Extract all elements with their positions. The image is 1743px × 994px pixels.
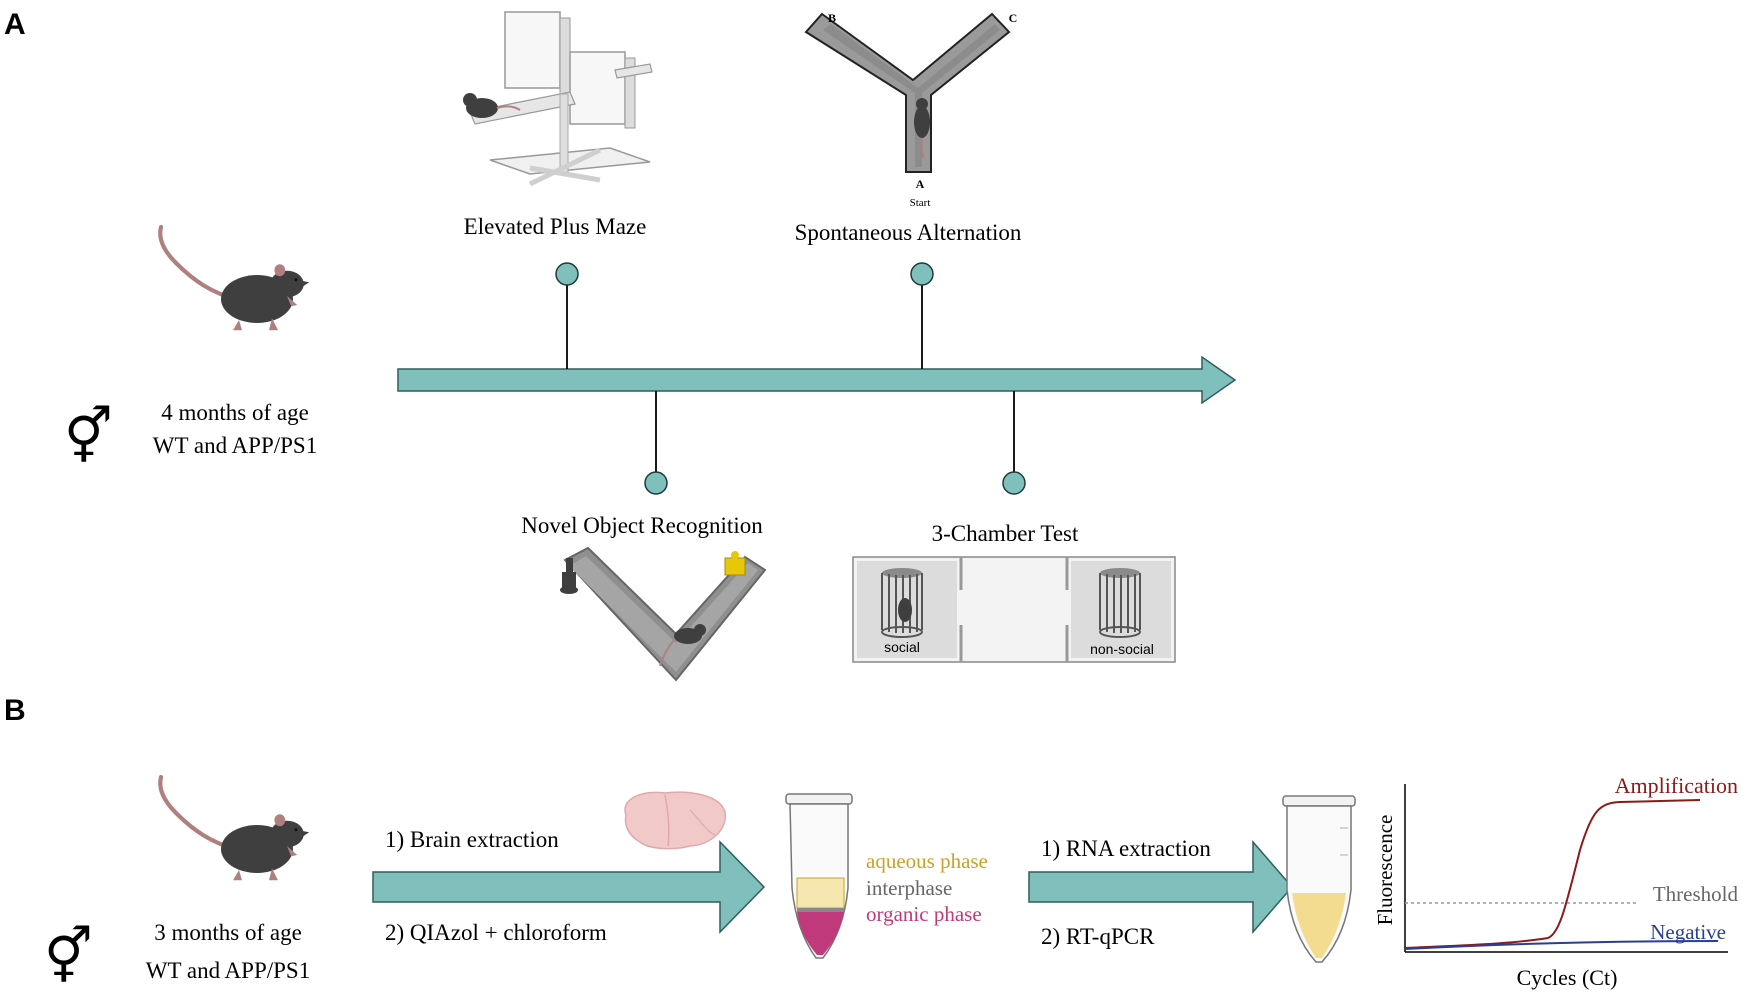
age-label-b: 3 months of age <box>154 920 302 945</box>
qpcr-negative-label: Negative <box>1650 920 1726 944</box>
process-arrow-1 <box>372 840 766 934</box>
y-maze-illustration <box>804 12 1011 173</box>
panel-b-letter: B <box>4 694 26 727</box>
aqueous-phase-label: aqueous phase <box>866 849 988 873</box>
ymaze-arm-a-label: A <box>916 177 925 191</box>
pin-head-sa <box>910 262 934 286</box>
qpcr-xlabel: Cycles (Ct) <box>1517 965 1618 990</box>
process-arrow-2 <box>1028 839 1293 935</box>
label-3-chamber-test: 3-Chamber Test <box>932 521 1079 546</box>
three-chamber-illustration <box>852 556 1176 663</box>
ymaze-arm-b-label: B <box>828 11 836 25</box>
label-novel-object-recognition: Novel Object Recognition <box>521 513 763 538</box>
genotype-label-b: WT and APP/PS1 <box>146 958 310 983</box>
step-rt-qpcr: 2) RT-qPCR <box>1041 924 1155 949</box>
qpcr-amplification-label: Amplification <box>1615 773 1738 798</box>
intersex-symbol-b: ⚥ <box>44 925 93 987</box>
intersex-symbol-a: ⚥ <box>64 405 113 467</box>
organic-phase-label: organic phase <box>866 902 982 926</box>
step-rna-extraction: 1) RNA extraction <box>1041 836 1211 861</box>
panel-a-letter: A <box>4 8 26 41</box>
label-elevated-plus-maze: Elevated Plus Maze <box>464 214 647 239</box>
chamber-nonsocial-label: non-social <box>1090 641 1154 657</box>
qpcr-amplification-curve <box>1404 799 1701 949</box>
step-brain-extraction: 1) Brain extraction <box>385 827 559 852</box>
qpcr-ylabel: Fluorescence <box>1373 815 1397 926</box>
tube-phase-separation <box>785 793 853 959</box>
mouse-illustration-a <box>160 227 309 330</box>
qpcr-negative-curve <box>1404 940 1719 950</box>
step-qiazol-chloroform: 2) QIAzol + chloroform <box>385 920 607 945</box>
brain-illustration <box>624 791 726 850</box>
ymaze-arm-c-label: C <box>1009 11 1018 25</box>
label-spontaneous-alternation: Spontaneous Alternation <box>795 220 1022 245</box>
genotype-label-a: WT and APP/PS1 <box>153 433 317 458</box>
timeline-arrow <box>397 355 1237 405</box>
chamber-social-label: social <box>884 639 920 655</box>
pin-head-nor <box>644 471 668 495</box>
ymaze-start-label: Start <box>910 197 931 209</box>
qpcr-threshold-label: Threshold <box>1653 882 1739 906</box>
pin-head-epm <box>555 262 579 286</box>
interphase-label: interphase <box>866 876 952 900</box>
novel-object-recognition-illustration <box>560 546 767 682</box>
tube-rna <box>1282 795 1356 963</box>
elevated-plus-maze-illustration <box>463 11 653 187</box>
mouse-illustration-b <box>160 777 309 880</box>
age-label-a: 4 months of age <box>161 400 309 425</box>
qpcr-plot <box>1404 784 1728 953</box>
pin-head-3ct <box>1002 471 1026 495</box>
